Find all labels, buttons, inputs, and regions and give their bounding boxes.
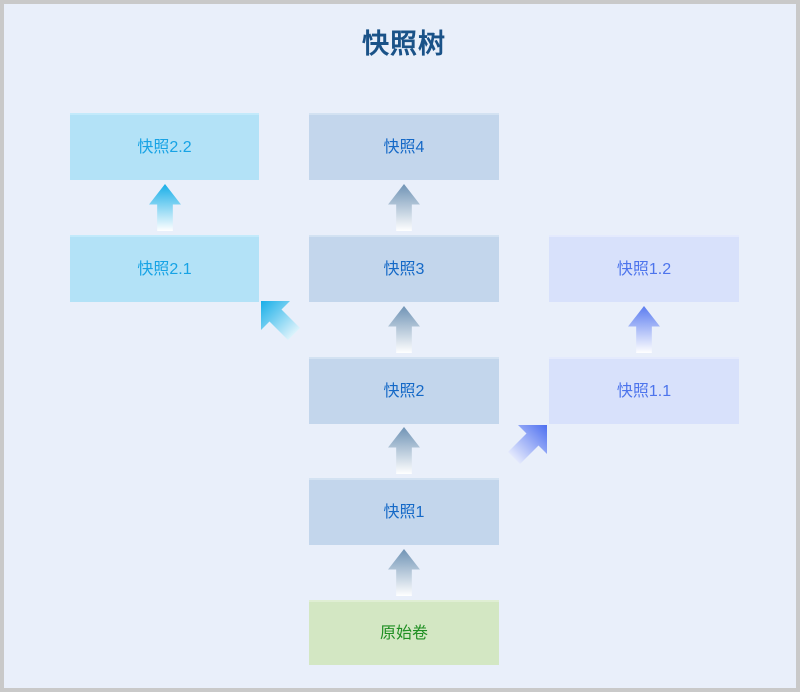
arrow-a-snap1-to-snap2	[387, 426, 421, 475]
node-snap4[interactable]: 快照4	[309, 113, 499, 180]
arrow-shape	[508, 425, 547, 464]
node-label: 快照1.2	[616, 260, 672, 278]
page-title: 快照树	[362, 29, 446, 59]
arrow-shape	[261, 301, 300, 340]
node-snap2[interactable]: 快照2	[309, 357, 499, 424]
node-origvol[interactable]: 原始卷	[309, 600, 499, 665]
node-label: 快照1.1	[616, 382, 672, 400]
node-label: 快照2.2	[137, 138, 192, 156]
node-snap11[interactable]: 快照1.1	[549, 357, 739, 424]
node-label: 快照3	[383, 260, 425, 278]
arrow-shape	[628, 305, 660, 354]
arrow-a-snap2-to-snap3	[387, 305, 421, 354]
arrow-shape	[149, 183, 181, 232]
arrow-a-snap21-to-snap22	[148, 183, 182, 232]
node-label: 快照2.1	[137, 260, 192, 278]
arrow-a-snap3-to-snap4	[387, 183, 421, 232]
node-label: 快照2	[383, 382, 425, 400]
arrow-shape	[388, 305, 420, 354]
node-snap3[interactable]: 快照3	[309, 235, 499, 302]
arrow-a-snap1-to-snap11	[499, 423, 549, 473]
arrow-shape	[388, 548, 420, 597]
arrow-shape	[388, 183, 420, 232]
arrow-a-snap11-to-snap12	[627, 305, 661, 354]
node-snap21[interactable]: 快照2.1	[70, 235, 259, 302]
arrow-a-origvol-to-snap1	[387, 548, 421, 597]
node-label: 快照1	[383, 503, 425, 521]
node-snap22[interactable]: 快照2.2	[70, 113, 259, 180]
arrow-shape	[388, 426, 420, 475]
node-snap1[interactable]: 快照1	[309, 478, 499, 545]
arrow-a-snap2-to-snap21	[259, 299, 309, 349]
node-label: 快照4	[383, 138, 425, 156]
node-label: 原始卷	[379, 624, 428, 642]
node-snap12[interactable]: 快照1.2	[549, 235, 739, 302]
